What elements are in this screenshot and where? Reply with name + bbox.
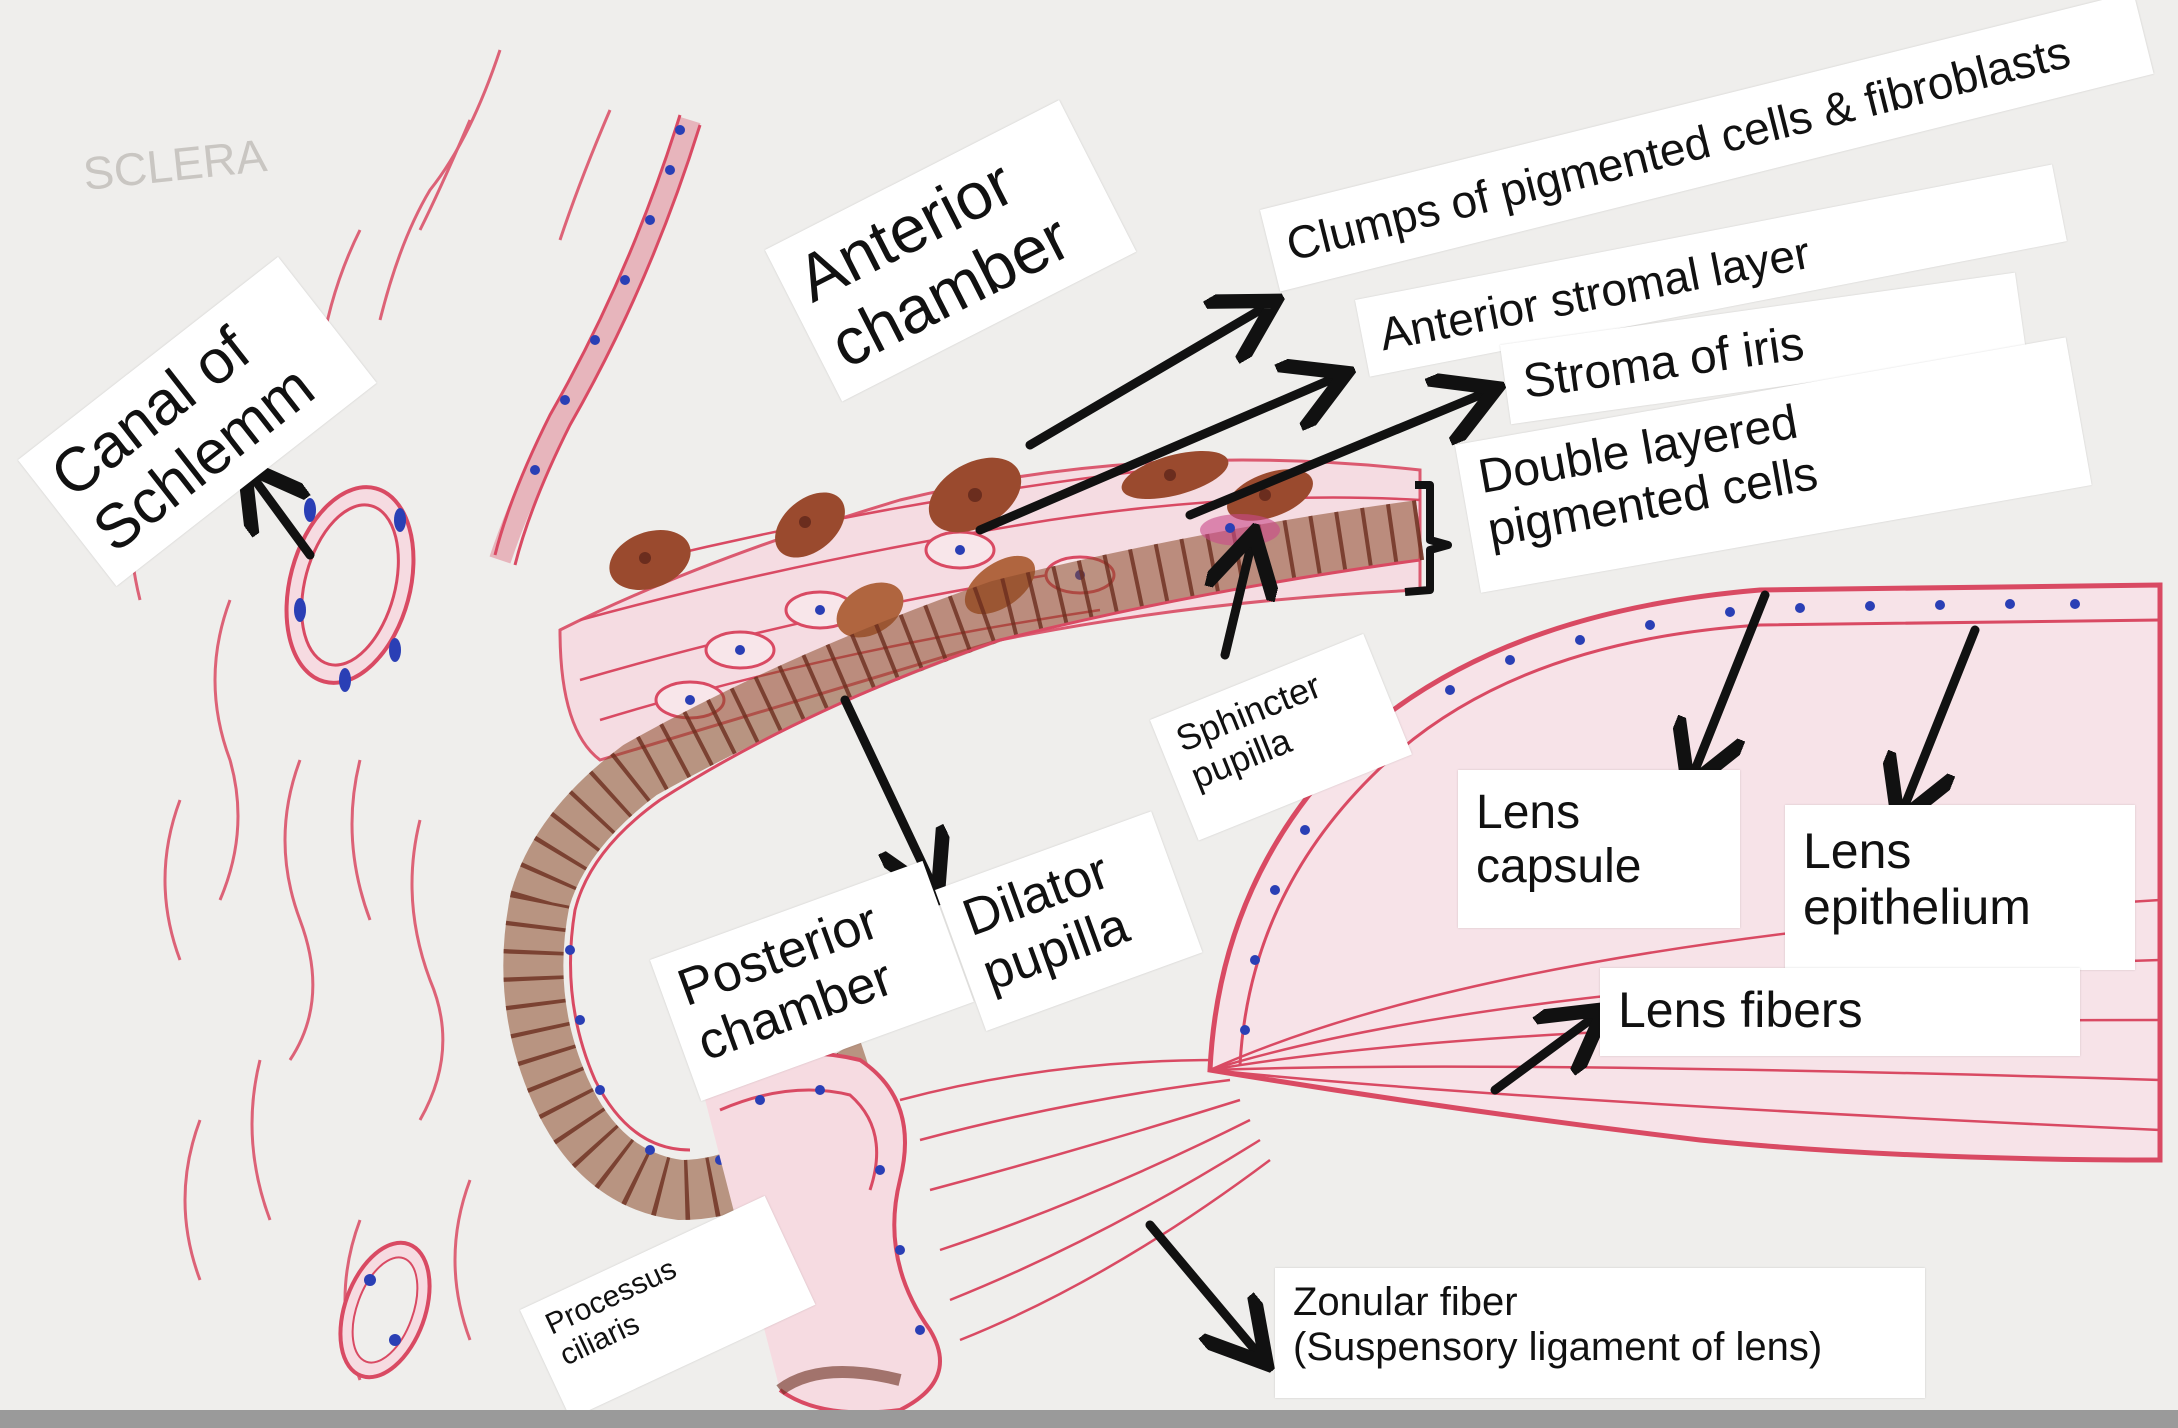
canal-of-schlemm-shape <box>266 473 434 697</box>
label-zonular-fiber: Zonular fiber (Suspensory ligament of le… <box>1275 1268 1925 1398</box>
arrow-dilator <box>845 700 930 880</box>
arrow-zonular <box>1150 1225 1255 1350</box>
limbus-strand <box>495 115 700 565</box>
small-vessel <box>323 1231 446 1390</box>
bottom-strip <box>0 1410 2178 1428</box>
sphincter-cells <box>1200 514 1280 546</box>
lens-capsule-line1: Lens <box>1476 786 1722 840</box>
sclera-faint-text: SCLERA <box>81 129 270 200</box>
label-lens-capsule: Lens capsule <box>1458 770 1740 928</box>
arrow-canal <box>255 480 310 555</box>
lens-epi-line2: epithelium <box>1803 879 2117 935</box>
label-lens-epithelium: Lens epithelium <box>1785 805 2135 970</box>
lens-fibers-text: Lens fibers <box>1618 982 2062 1038</box>
zonular-line2: (Suspensory ligament of lens) <box>1293 1325 1907 1370</box>
zonular-line1: Zonular fiber <box>1293 1280 1907 1325</box>
lens-epi-line1: Lens <box>1803 823 2117 879</box>
lens-capsule-line2: capsule <box>1476 840 1722 894</box>
sclera-fibers <box>130 50 610 1380</box>
label-lens-fibers: Lens fibers <box>1600 968 2080 1056</box>
